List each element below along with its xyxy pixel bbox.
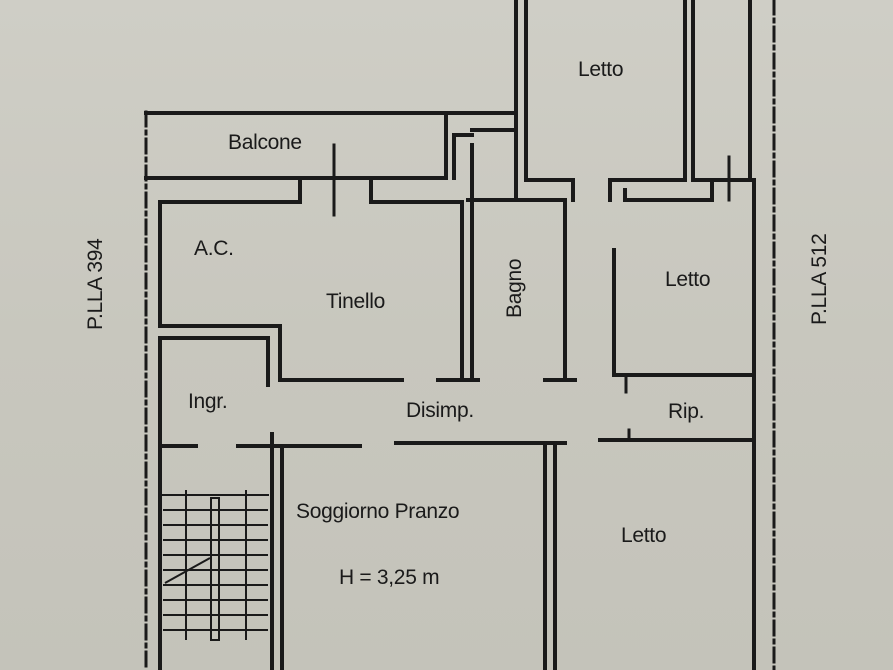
ceiling-height-label: H = 3,25 m — [339, 566, 440, 589]
room-label-letto-right: Letto — [665, 268, 711, 291]
parcel-label-right: P.LLA 512 — [808, 233, 831, 325]
room-label-ingresso: Ingr. — [188, 390, 228, 413]
parcel-label-left: P.LLA 394 — [84, 238, 107, 330]
room-label-soggiorno: Soggiorno Pranzo — [296, 500, 460, 523]
room-label-letto-top: Letto — [578, 58, 624, 81]
room-label-ripostiglio: Rip. — [668, 400, 705, 423]
room-label-letto-bottom: Letto — [621, 524, 667, 547]
room-label-bagno: Bagno — [503, 258, 526, 318]
room-label-tinello: Tinello — [326, 290, 385, 313]
room-label-ac: A.C. — [194, 237, 234, 260]
room-label-balcone: Balcone — [228, 131, 302, 154]
room-label-disimpegno: Disimp. — [406, 399, 474, 422]
